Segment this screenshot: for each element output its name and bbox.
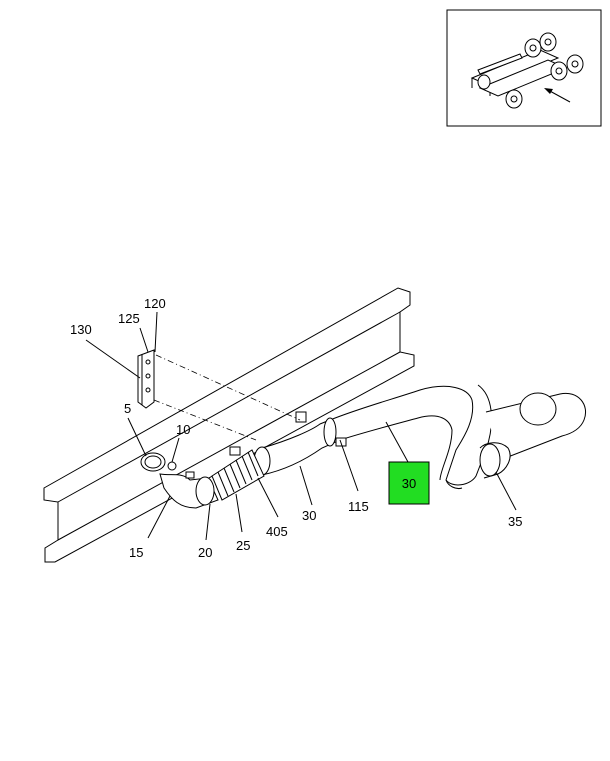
bracket-125 [137, 349, 155, 409]
flex-hose-25 [211, 446, 265, 501]
elbow-15 [159, 471, 219, 509]
callout-35: 35 [508, 514, 522, 529]
highlighted-callout[interactable]: 30 [388, 461, 430, 505]
highlight-label: 30 [402, 476, 416, 491]
highlight-box[interactable] [388, 461, 430, 505]
chassis-sketch-icon [470, 32, 584, 109]
callout-120: 120 [144, 296, 166, 311]
location-arrow-icon [544, 88, 571, 103]
reference-lines [153, 354, 301, 441]
leader-lines [85, 311, 517, 541]
callout-405: 405 [266, 524, 288, 539]
nut-10 [167, 461, 177, 471]
muffler-35 [479, 392, 586, 479]
callout-115: 115 [348, 499, 369, 514]
callout-30-left: 30 [302, 508, 316, 523]
callout-10: 10 [176, 422, 190, 437]
callout-130: 130 [70, 322, 92, 337]
callout-15: 15 [129, 545, 143, 560]
callout-125: 125 [118, 311, 140, 326]
callout-25: 25 [236, 538, 250, 553]
callout-labels: 130 125 120 5 10 15 20 25 405 30 115 35 [70, 296, 522, 560]
frame-rail [43, 287, 415, 563]
locator-inset [446, 9, 602, 127]
gasket-5 [140, 452, 166, 472]
callout-5: 5 [124, 401, 131, 416]
callout-20: 20 [198, 545, 212, 560]
